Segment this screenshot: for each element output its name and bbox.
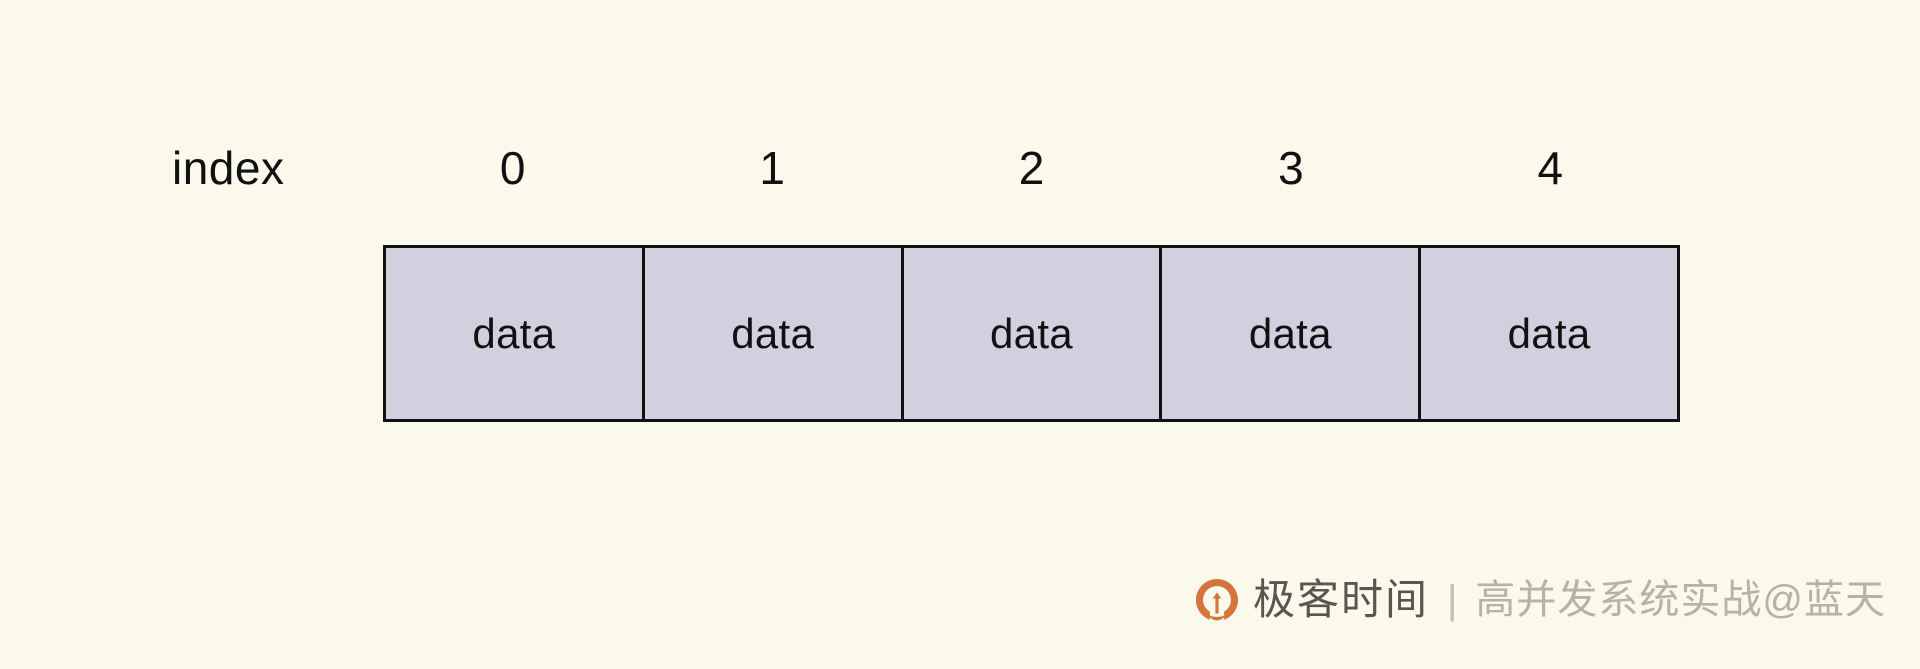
- index-label: index: [172, 142, 285, 194]
- array-cell: data: [1421, 248, 1677, 419]
- index-number-1: 1: [759, 142, 785, 194]
- array-cell-label: data: [1507, 309, 1591, 357]
- index-number-4: 4: [1537, 142, 1564, 194]
- watermark-tagline: 高并发系统实战@蓝天: [1475, 578, 1886, 622]
- watermark-separator: |: [1447, 578, 1458, 622]
- index-number-0: 0: [499, 142, 526, 194]
- array-cell: data: [644, 248, 904, 419]
- array-cell-label: data: [731, 309, 815, 357]
- geekbang-q-logo-icon: [1195, 579, 1238, 621]
- array-cells-container: data data data data data: [383, 245, 1680, 422]
- index-row: index 0 1 2 3 4: [0, 138, 1920, 198]
- array-cell-label: data: [472, 309, 556, 357]
- array-cell-label: data: [990, 309, 1073, 357]
- index-number-3: 3: [1278, 142, 1304, 194]
- array-cell-label: data: [1248, 309, 1332, 357]
- array-cell: data: [386, 248, 645, 419]
- index-number-list: 0 1 2 3 4: [383, 138, 1680, 198]
- watermark-brand: 极客时间: [1252, 576, 1429, 623]
- watermark: 极客时间 | 高并发系统实战@蓝天: [1193, 569, 1886, 631]
- array-cell: data: [903, 248, 1163, 419]
- index-number-2: 2: [1018, 142, 1045, 194]
- array-cell: data: [1162, 248, 1422, 419]
